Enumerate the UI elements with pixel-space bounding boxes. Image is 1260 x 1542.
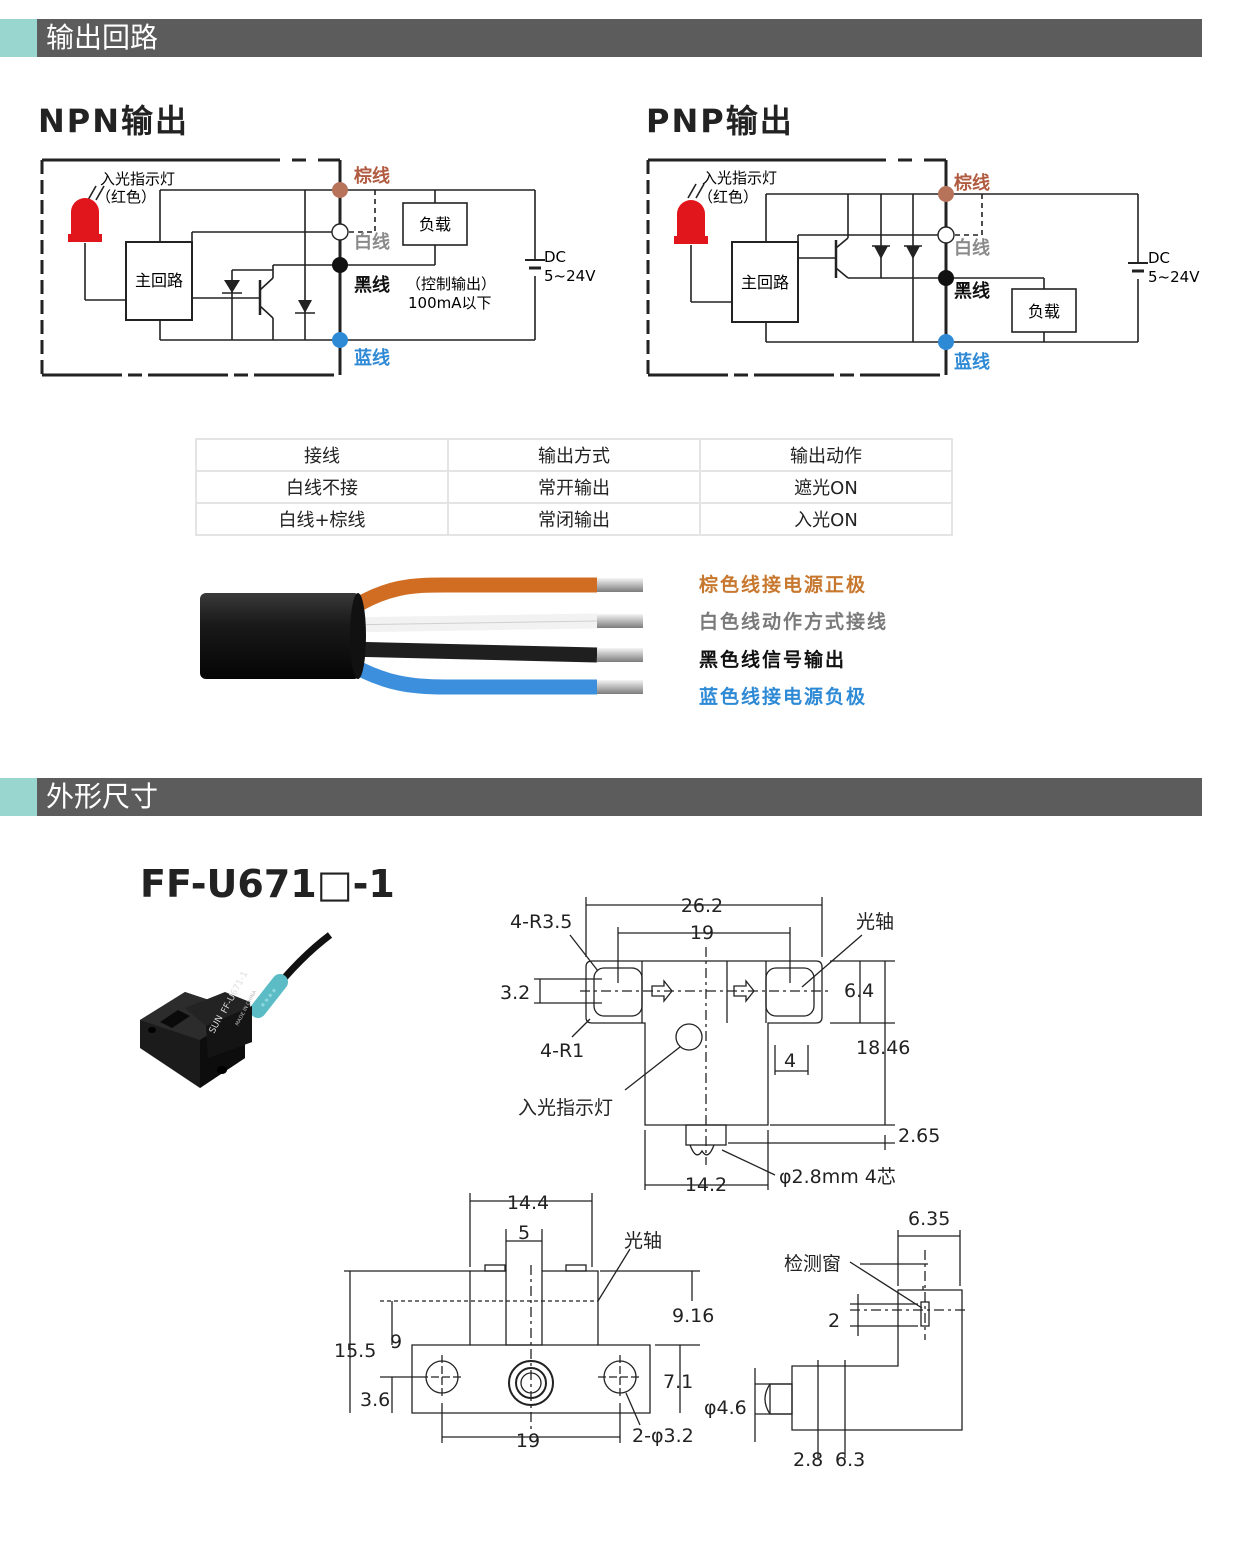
table-header-cell: 接线 [195, 438, 449, 472]
dim-6-3: 6.3 [835, 1449, 865, 1471]
wire-label-white: 白色线动作方式接线 [699, 611, 889, 633]
dim-holes: 2-φ3.2 [632, 1425, 694, 1447]
dim-4-r1: 4-R1 [540, 1040, 584, 1062]
optical-axis-top: 光轴 [856, 911, 894, 933]
dim-phi-4-6: φ4.6 [704, 1397, 747, 1419]
section-title: 输出回路 [46, 21, 159, 54]
pnp-led-icon [677, 200, 705, 236]
pnp-indicator-label: 入光指示灯 [702, 169, 777, 187]
cable-spec: φ2.8mm 4芯 [779, 1166, 896, 1188]
black-wire [344, 641, 598, 663]
dim-3-2: 3.2 [500, 982, 530, 1004]
blue-wire [341, 654, 597, 695]
npn-load: 负载 [419, 215, 451, 234]
cable-illustration [200, 577, 643, 695]
dim-4-r3-5: 4-R3.5 [510, 911, 572, 933]
npn-blue-terminal [332, 332, 348, 348]
npn-black-terminal [332, 257, 348, 273]
table-header-row: 接线 输出方式 输出动作 [195, 438, 953, 472]
dim-2: 2 [828, 1310, 840, 1332]
pnp-load: 负载 [1028, 302, 1060, 321]
dim-3-6: 3.6 [360, 1389, 390, 1411]
table-cell: 入光ON [699, 502, 953, 536]
pnp-heading: PNP输出 [646, 102, 794, 140]
pnp-black-label: 黑线 [954, 280, 990, 302]
pnp-main-circuit: 主回路 [741, 273, 789, 292]
pnp-blue-terminal [938, 334, 954, 350]
npn-indicator-label: 入光指示灯 [100, 170, 175, 188]
dim-14-4: 14.4 [507, 1192, 549, 1214]
npn-blue-label: 蓝线 [354, 347, 390, 369]
output-mode-table: 接线 输出方式 输出动作 白线不接 常开输出 遮光ON 白线+棕线 常闭输出 入… [195, 438, 953, 536]
dimension-drawing-front: 14.4 5 光轴 9.16 15.5 9 3.6 7.1 19 2-φ3.2 [334, 1192, 714, 1452]
dim-9-16: 9.16 [672, 1305, 714, 1327]
dim-6-35: 6.35 [908, 1208, 950, 1230]
table-row: 白线不接 常开输出 遮光ON [195, 470, 953, 504]
section-accent [0, 19, 37, 57]
detection-window-label: 检测窗 [784, 1253, 841, 1275]
optical-axis-front: 光轴 [624, 1230, 662, 1252]
npn-brown-label: 棕线 [354, 165, 390, 187]
dim-6-4: 6.4 [844, 980, 874, 1002]
pnp-circuit-diagram: 主回路 负载 入光指示灯 （红色） 棕线 白线 黑线 蓝线 DC 5~24V [646, 158, 1200, 377]
pnp-brown-label: 棕线 [954, 172, 990, 194]
npn-circuit-diagram: 主回路 负载 入光指示灯 （红色） 棕线 白线 黑线 （控制输出） 100mA以… [40, 158, 596, 377]
dim-7-1: 7.1 [663, 1371, 693, 1393]
table-cell: 常闭输出 [447, 502, 701, 536]
indicator-label: 入光指示灯 [518, 1097, 613, 1119]
dim-5: 5 [518, 1222, 530, 1244]
pnp-white-terminal [937, 226, 955, 244]
npn-white-terminal [331, 223, 349, 241]
pnp-black-terminal [938, 270, 954, 286]
table-header-cell: 输出动作 [699, 438, 953, 472]
pnp-indicator-color: （红色） [698, 188, 758, 206]
npn-white-label: 白线 [354, 231, 390, 253]
pnp-dc-label: DC [1148, 249, 1170, 267]
npn-current: 100mA以下 [408, 294, 492, 312]
section-header-output-circuit: 输出回路 [0, 19, 1202, 57]
dim-18-46: 18.46 [856, 1037, 910, 1059]
dim-2-65: 2.65 [898, 1125, 940, 1147]
dim-2-8: 2.8 [793, 1449, 823, 1471]
brown-wire [340, 577, 597, 620]
pnp-white-label: 白线 [954, 237, 990, 259]
pnp-brown-terminal [938, 186, 954, 202]
sensor-product-image: FF-U671-1 SUN MADE IN CHINA [140, 932, 333, 1088]
npn-black-label: 黑线 [354, 274, 390, 296]
cable-jacket [200, 593, 360, 679]
npn-led-icon [71, 198, 99, 234]
dim-15-5: 15.5 [334, 1340, 376, 1362]
section-accent [0, 778, 37, 816]
model-number: FF-U671□-1 [140, 862, 395, 906]
dim-9: 9 [390, 1331, 402, 1353]
pnp-blue-label: 蓝线 [954, 351, 990, 373]
npn-dc-label: DC [544, 248, 566, 266]
dim-14-2: 14.2 [685, 1174, 727, 1196]
dim-26-2: 26.2 [681, 895, 723, 917]
wire-label-black: 黑色线信号输出 [699, 649, 847, 671]
dimension-drawing-side: 6.35 检测窗 2 φ4.6 2.8 6.3 [704, 1208, 968, 1471]
table-header-cell: 输出方式 [447, 438, 701, 472]
npn-brown-terminal [332, 182, 348, 198]
npn-control-output: （控制输出） [406, 275, 496, 293]
table-cell: 遮光ON [699, 470, 953, 504]
table-cell: 常开输出 [447, 470, 701, 504]
npn-heading: NPN输出 [38, 102, 190, 140]
dim-4: 4 [784, 1050, 796, 1072]
dim-19-bottom: 19 [516, 1430, 540, 1452]
npn-main-circuit: 主回路 [135, 271, 183, 290]
wire-label-blue: 蓝色线接电源负极 [699, 686, 868, 708]
dimension-drawing-top: 26.2 19 4-R3.5 3.2 4-R1 光轴 6.4 4 18.46 入… [500, 895, 940, 1196]
table-cell: 白线+棕线 [195, 502, 449, 536]
npn-indicator-color: （红色） [96, 188, 156, 206]
dim-19-top: 19 [690, 922, 714, 944]
wire-label-brown: 棕色线接电源正极 [699, 574, 868, 596]
section-title: 外形尺寸 [46, 780, 159, 813]
npn-voltage-label: 5~24V [544, 267, 596, 285]
table-cell: 白线不接 [195, 470, 449, 504]
pnp-voltage-label: 5~24V [1148, 268, 1200, 286]
table-row: 白线+棕线 常闭输出 入光ON [195, 502, 953, 536]
section-header-dimensions: 外形尺寸 [0, 778, 1202, 816]
